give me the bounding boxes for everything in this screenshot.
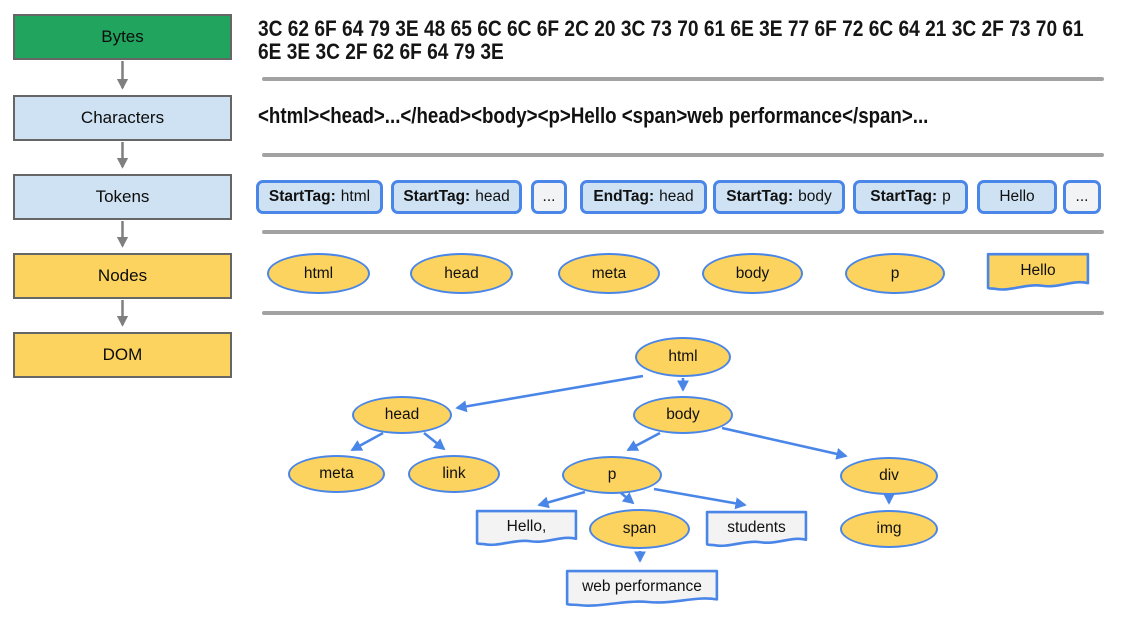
tree-node-html: html	[635, 337, 731, 377]
arrow-p-hello	[537, 490, 586, 509]
token-value: p	[942, 188, 951, 205]
arrow-head-meta	[350, 431, 384, 452]
token-hello: Hello	[977, 180, 1057, 214]
token-prefix: StartTag:	[870, 188, 938, 205]
text-node-shape	[475, 509, 578, 552]
node-html: html	[267, 253, 370, 294]
tree-textnode-students: students	[705, 510, 808, 553]
stage-dom: DOM	[13, 332, 232, 378]
token-value: html	[340, 188, 371, 205]
token-prefix: StartTag:	[268, 188, 336, 205]
tree-node-div: div	[840, 457, 938, 495]
stage-nodes-label: Nodes	[97, 266, 148, 285]
token-prefix: StartTag:	[726, 188, 794, 205]
node-body: body	[702, 253, 803, 294]
bytes-hex-line-1: 3C 62 6F 64 79 3E 48 65 6C 6C 6F 2C 20 3…	[258, 16, 1084, 41]
tree-node-meta: meta	[288, 455, 385, 493]
node-p: p	[845, 253, 945, 294]
text-node-shape	[986, 252, 1090, 297]
stage-tokens-label: Tokens	[95, 187, 150, 206]
divider-2	[262, 153, 1104, 157]
arrow-html-head	[455, 374, 644, 413]
arrow-body-p	[626, 431, 661, 452]
token-prefix: EndTag:	[593, 188, 655, 205]
token-value: ...	[1075, 188, 1089, 205]
tree-node-link: link	[408, 455, 500, 493]
bytes-hex-line-2: 6E 3E 3C 2F 62 6F 64 79 3E	[258, 39, 504, 64]
arrow-head-link	[423, 431, 446, 451]
arrow-p-students	[653, 487, 747, 510]
stage-tokens: Tokens	[13, 174, 232, 220]
stage-bytes-label: Bytes	[101, 27, 144, 46]
tree-node-span: span	[589, 509, 690, 549]
node-meta: meta	[558, 253, 660, 294]
token-value: ...	[542, 188, 556, 205]
arrow-p-span	[620, 492, 635, 505]
token-starttag-html: StartTag:html	[256, 180, 383, 214]
tree-node-body: body	[633, 396, 733, 434]
stage-dom-label: DOM	[102, 345, 143, 364]
token-value: Hello	[999, 188, 1035, 205]
token-ellipsis-2: ...	[1063, 180, 1101, 214]
stage-nodes: Nodes	[13, 253, 232, 299]
token-starttag-p: StartTag:p	[853, 180, 968, 214]
text-node-shape	[705, 510, 808, 553]
arrow-body-div	[721, 426, 848, 460]
token-value: head	[659, 188, 694, 205]
token-starttag-head: StartTag:head	[391, 180, 522, 214]
token-ellipsis-1: ...	[531, 180, 567, 214]
token-endtag-head: EndTag:head	[580, 180, 707, 214]
tree-textnode-hello: Hello,	[475, 509, 578, 552]
divider-1	[262, 77, 1104, 81]
tree-textnode-web-performance: web performance	[564, 569, 720, 613]
stage-characters: Characters	[13, 95, 232, 141]
text-node-shape	[564, 569, 720, 613]
token-value: head	[475, 188, 510, 205]
token-value: body	[798, 188, 832, 205]
stage-characters-label: Characters	[80, 108, 165, 127]
node-textnode-hello: Hello	[986, 252, 1090, 297]
node-head: head	[410, 253, 513, 294]
divider-4	[262, 311, 1104, 315]
token-starttag-body: StartTag:body	[713, 180, 845, 214]
tree-node-p: p	[562, 456, 662, 494]
token-prefix: StartTag:	[403, 188, 471, 205]
tree-node-head: head	[352, 396, 452, 434]
bytes-hex-stream: 3C 62 6F 64 79 3E 48 65 6C 6C 6F 2C 20 3…	[258, 17, 1123, 63]
divider-3	[262, 230, 1104, 234]
characters-string: <html><head>...</head><body><p>Hello <sp…	[258, 103, 929, 128]
tree-node-img: img	[840, 510, 938, 548]
stage-bytes: Bytes	[13, 14, 232, 60]
